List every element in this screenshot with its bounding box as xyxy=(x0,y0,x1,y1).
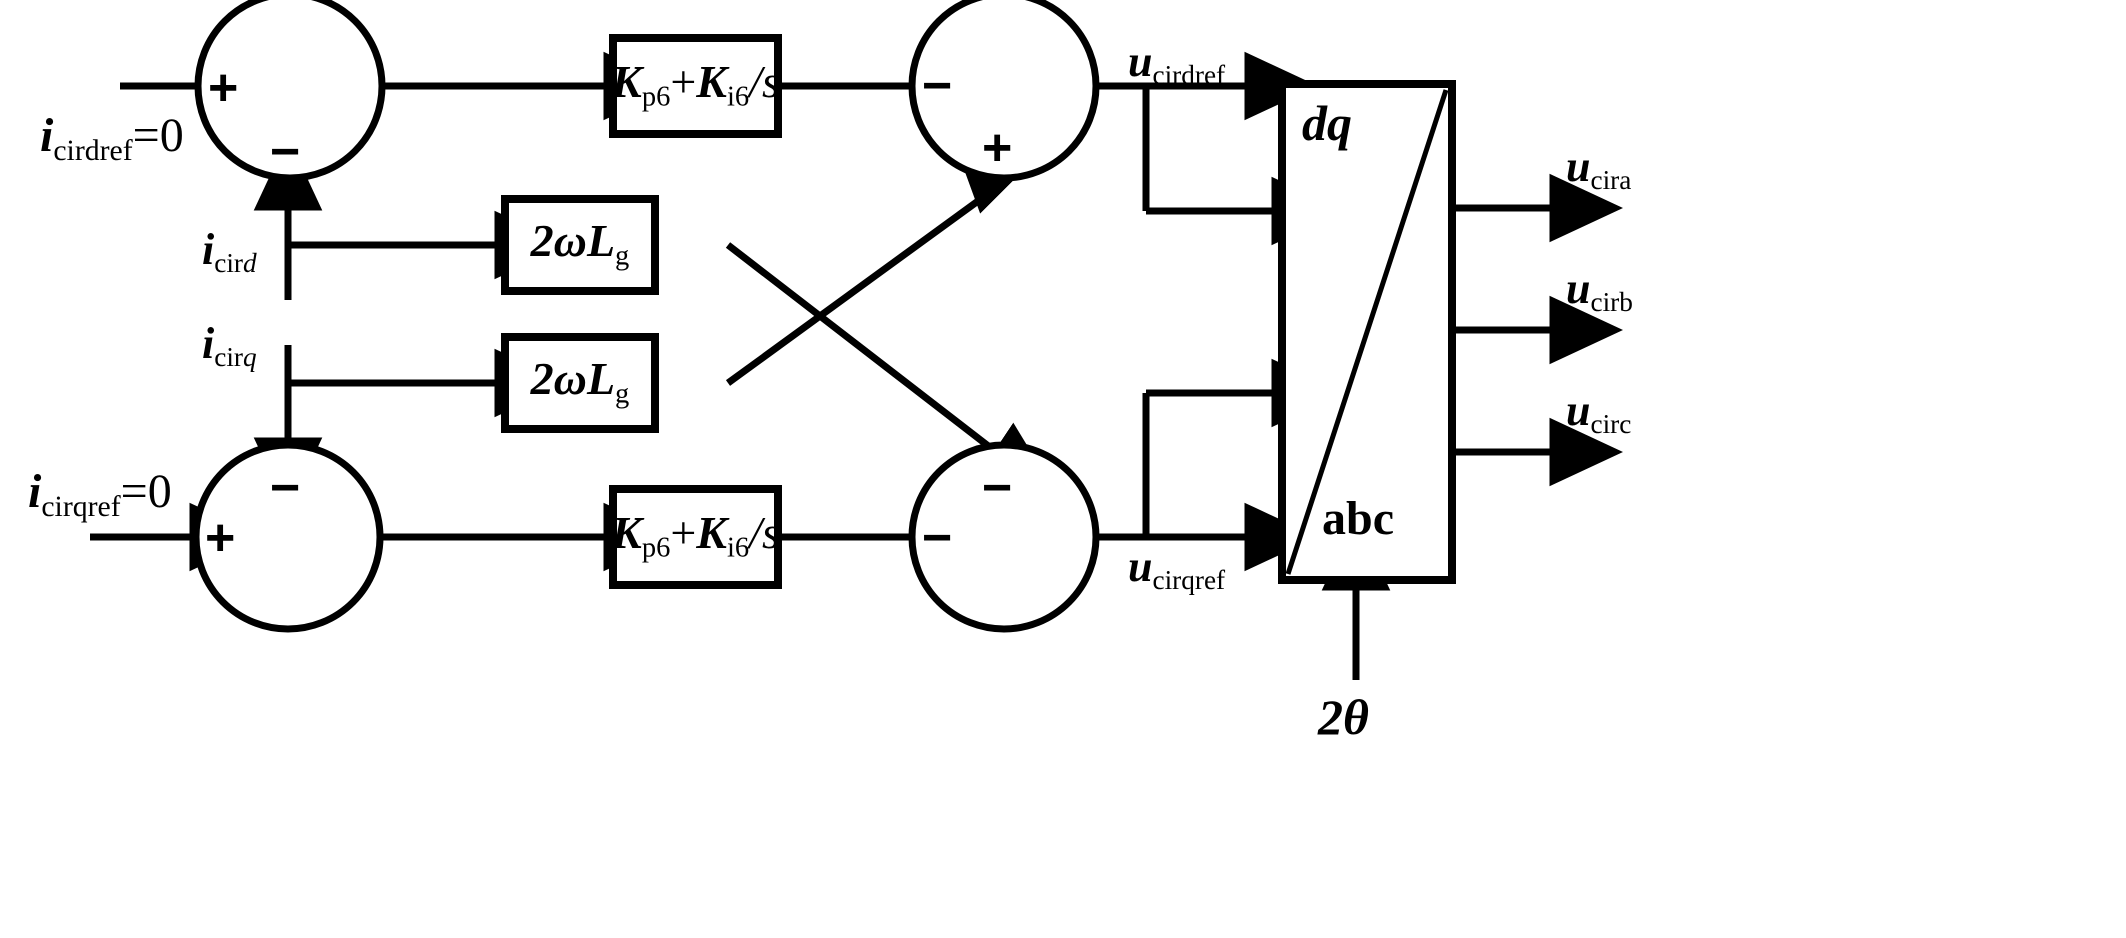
input-label-icirdref: icirdref=0 xyxy=(40,112,184,166)
signal-label-ucirdref: ucirdref xyxy=(1128,40,1225,89)
decouple-q-coef: 2 xyxy=(530,353,554,405)
decouple-q-block-rect xyxy=(501,333,659,433)
sum-d-error-sign-minus: − xyxy=(270,123,301,181)
icirq-subscript: cir xyxy=(214,342,243,373)
pi-d-div: / xyxy=(749,56,762,108)
sum-d-output-sign-plus: + xyxy=(982,119,1013,177)
ucira-subscript: cira xyxy=(1590,165,1632,196)
icirqref-tail: =0 xyxy=(120,465,172,518)
ucirb-subscript: cirb xyxy=(1590,287,1633,318)
sum-q-error-circle xyxy=(192,441,384,633)
decouple-d-coef: 2 xyxy=(530,215,554,267)
decouple-q-omega: ω xyxy=(553,353,587,405)
decouple-q-L: L xyxy=(586,353,616,405)
output-label-ucirc: ucirc xyxy=(1566,389,1631,438)
sum-d-output-sign-minus: − xyxy=(922,57,953,115)
pi-q-kp: K xyxy=(611,507,642,559)
decouple-d-omega: ω xyxy=(553,215,587,267)
decouple-d-block-label: 2ωLg xyxy=(505,199,655,291)
pi-q-ki-sub: i6 xyxy=(726,533,750,565)
decouple-d-L-sub: g xyxy=(615,241,630,273)
pi-q-block-label: Kp6+Ki6/s xyxy=(611,489,780,585)
decouple-d-block-rect xyxy=(501,195,659,295)
transform-angle-input-label: 2θ xyxy=(1318,692,1369,742)
pi-d-ki-sub: i6 xyxy=(726,82,750,114)
theta-symbol: θ xyxy=(1343,689,1369,745)
sum-q-output-sign-minus-top: − xyxy=(982,459,1013,517)
icirq-subscript-axis: q xyxy=(243,342,257,373)
signal-label-ucirqref: ucirqref xyxy=(1128,545,1225,594)
angle-coef: 2 xyxy=(1318,689,1343,745)
dq-abc-diagonal xyxy=(1285,89,1449,575)
ucirqref-subscript: cirqref xyxy=(1152,565,1226,596)
pi-q-ki: K xyxy=(696,507,727,559)
pi-q-div: / xyxy=(749,507,762,559)
transform-label-dq: dq xyxy=(1302,95,1352,151)
sum-q-error-sign-minus: − xyxy=(270,459,301,517)
dq-abc-block-rect xyxy=(1278,80,1456,584)
icirdref-subscript: cirdref xyxy=(53,133,133,167)
pi-d-block-rect xyxy=(609,34,782,138)
pi-q-s: s xyxy=(761,507,780,559)
icirdref-symbol: i xyxy=(40,109,54,162)
sum-q-output-circle xyxy=(908,441,1100,633)
icird-subscript: cir xyxy=(214,248,243,279)
icirqref-symbol: i xyxy=(28,465,42,518)
sum-q-error-sign-plus: + xyxy=(205,509,236,567)
pi-d-kp: K xyxy=(611,56,642,108)
ucirb-symbol: u xyxy=(1566,264,1591,313)
pi-d-plus: + xyxy=(670,56,697,108)
pi-q-block-rect xyxy=(609,485,782,589)
icirq-symbol: i xyxy=(202,319,215,368)
pi-d-s: s xyxy=(761,56,780,108)
sum-d-error-sign-plus: + xyxy=(208,59,239,117)
transform-label-abc: abc xyxy=(1322,492,1394,545)
icirqref-subscript: cirqref xyxy=(41,489,121,523)
ucirdref-subscript: cirdref xyxy=(1152,60,1226,91)
decouple-d-L: L xyxy=(586,215,616,267)
pi-d-kp-sub: p6 xyxy=(641,82,671,114)
pi-d-block-label: Kp6+Ki6/s xyxy=(611,38,780,134)
wire-decouple-q-diagonal xyxy=(725,182,1003,386)
decouple-q-block-label: 2ωLg xyxy=(505,337,655,429)
pi-q-kp-sub: p6 xyxy=(641,533,671,565)
ucirqref-symbol: u xyxy=(1128,542,1153,591)
ucirc-symbol: u xyxy=(1566,386,1591,435)
wire-decouple-d-diagonal xyxy=(725,242,1003,458)
icird-symbol: i xyxy=(202,225,215,274)
output-label-ucirb: ucirb xyxy=(1566,267,1633,316)
output-label-ucira: ucira xyxy=(1566,145,1631,194)
pi-d-ki: K xyxy=(696,56,727,108)
ucira-symbol: u xyxy=(1566,142,1591,191)
pi-q-plus: + xyxy=(670,507,697,559)
feedback-label-icird: icird xyxy=(202,228,257,277)
sum-d-output-circle xyxy=(908,0,1100,182)
sum-q-output-sign-minus-left: − xyxy=(922,509,953,567)
decouple-q-L-sub: g xyxy=(615,379,630,411)
icirdref-tail: =0 xyxy=(132,109,184,162)
input-label-icirqref: icirqref=0 xyxy=(28,468,172,522)
sum-d-error-circle xyxy=(194,0,386,182)
ucirc-subscript: circ xyxy=(1590,409,1632,440)
icird-subscript-axis: d xyxy=(243,248,257,279)
wire-decouple-q-arrow xyxy=(952,137,1029,214)
feedback-label-icirq: icirq xyxy=(202,322,257,371)
ucirdref-symbol: u xyxy=(1128,37,1153,86)
